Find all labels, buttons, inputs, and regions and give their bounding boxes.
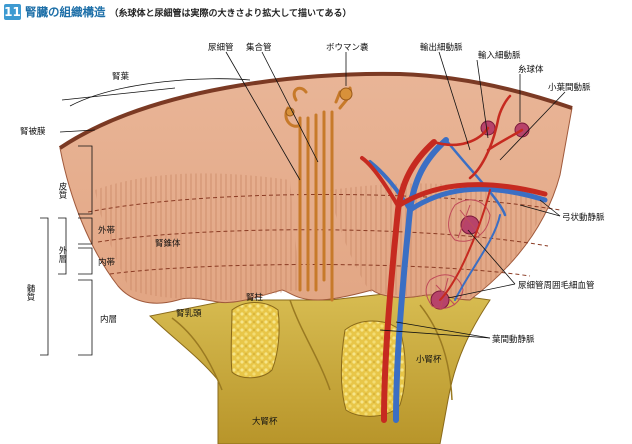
- label-arcuate-vessels: 弓状動静脈: [562, 212, 605, 223]
- boundary-cortex-medulla: [87, 194, 561, 213]
- label-inner-stripe: 内帯: [98, 257, 116, 268]
- renal-tubule-group: [284, 86, 352, 302]
- label-collecting-duct: 集合管: [246, 42, 272, 53]
- renal-capsule: [58, 71, 573, 150]
- calyx-wall: [171, 299, 453, 401]
- label-minor-calyx: 小腎杯: [416, 354, 442, 365]
- label-peritubular-capillaries: 尿細管周囲毛細血管: [518, 280, 595, 291]
- figure-number-badge: 11: [4, 4, 21, 20]
- leader-lines: [59, 51, 566, 339]
- label-outer-stripe: 外帯: [98, 225, 116, 236]
- pyramid-striations-right: [330, 183, 545, 298]
- label-inner-zone: 内層: [100, 314, 117, 325]
- boundary-inner-stripe: [109, 264, 531, 277]
- label-glomerulus: 糸球体: [518, 64, 544, 75]
- label-medulla: 髄質: [25, 283, 35, 302]
- label-afferent-arteriole: 輸入細動脈: [478, 50, 521, 61]
- figure-subtitle: （糸球体と尿細管は実際の大きさより拡大して描いてある）: [109, 8, 352, 19]
- figure-title: 腎臓の組織構造: [25, 5, 106, 19]
- label-interlobular-artery: 小葉間動脈: [548, 82, 591, 93]
- label-bowman-capsule: ボウマン嚢: [326, 42, 369, 53]
- label-renal-tubule: 尿細管: [208, 42, 234, 53]
- label-renal-capsule: 腎被膜: [20, 126, 46, 137]
- bowman-capsule-top: [339, 87, 353, 101]
- tubule-end-left: [285, 107, 295, 117]
- label-interlobar-vessels: 葉間動静脈: [492, 334, 535, 345]
- left-brackets: [40, 78, 251, 356]
- label-efferent-arteriole: 輸出細動脈: [420, 42, 463, 53]
- pyramid-striations: [95, 173, 300, 300]
- renal-papilla-left: [230, 302, 280, 379]
- label-cortex: 皮質: [57, 181, 67, 200]
- peritubular-capillary-mesh: [425, 199, 491, 311]
- label-renal-lobe: 腎葉: [112, 71, 130, 82]
- label-renal-pyramid: 腎錐体: [155, 238, 181, 249]
- label-renal-column: 腎柱: [246, 292, 264, 303]
- label-major-calyx: 大腎杯: [252, 416, 278, 427]
- label-renal-papilla: 腎乳頭: [176, 308, 202, 319]
- label-outer-zone: 外層: [57, 245, 67, 263]
- title-bar: 11 腎臓の組織構造 （糸球体と尿細管は実際の大きさより拡大して描いてある）: [4, 3, 352, 21]
